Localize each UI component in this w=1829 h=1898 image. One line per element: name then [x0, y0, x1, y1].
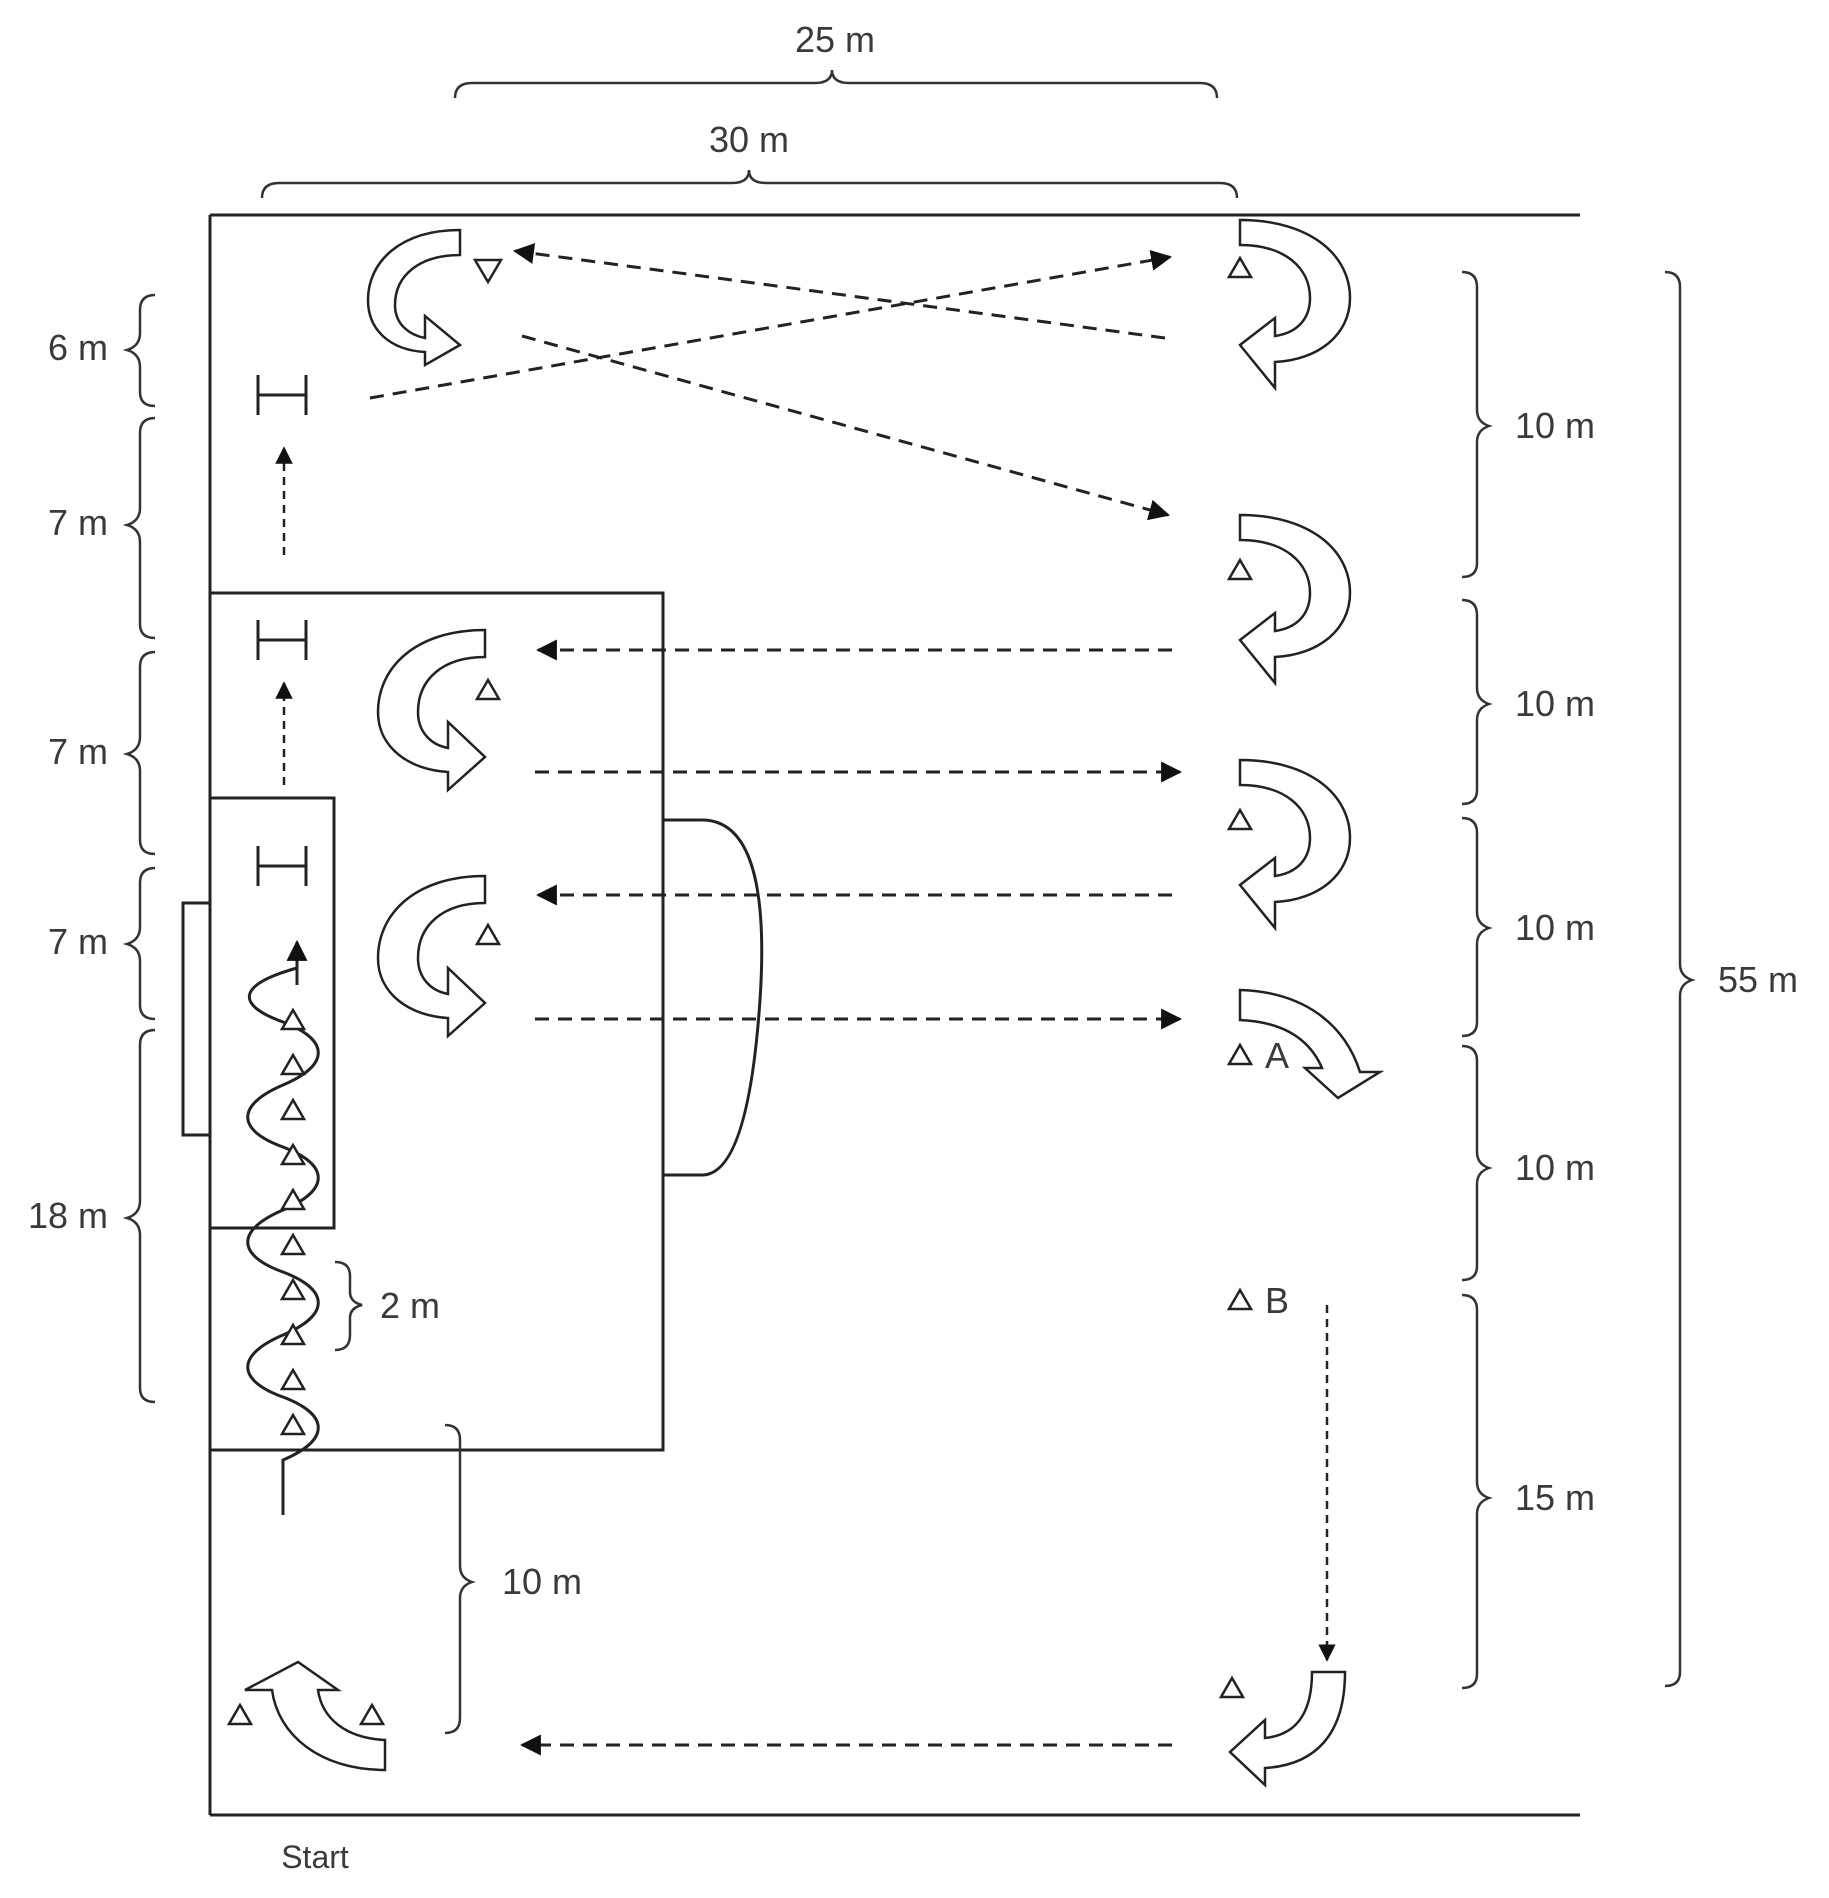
- dimension-brace: [1461, 598, 1493, 806]
- turn-arrow-icon: [1238, 988, 1385, 1100]
- turn-arrow-icon: [376, 628, 487, 793]
- dim-label-10m-d: 10 m: [1515, 1147, 1595, 1188]
- dimension-brace: [122, 416, 156, 640]
- turn-arrow-icon: [376, 874, 487, 1039]
- turn-arrow-icon: [366, 228, 463, 368]
- hurdle-icon: [256, 620, 308, 660]
- dim-label-2m: 2 m: [380, 1285, 440, 1326]
- dimension-brace: [122, 293, 156, 408]
- dimension-brace: [1461, 1044, 1493, 1282]
- cone-icons: [226, 255, 1254, 1726]
- dim-label-15m: 15 m: [1515, 1477, 1595, 1518]
- dimension-brace: [122, 650, 156, 856]
- hurdle-icon: [256, 846, 308, 886]
- dim-label-10m-c: 10 m: [1515, 907, 1595, 948]
- hurdle-icon: [256, 375, 308, 415]
- dim-label-55m: 55 m: [1718, 959, 1798, 1000]
- turn-arrow-icon: [1238, 218, 1352, 392]
- dim-label-25m: 25 m: [795, 19, 875, 60]
- dim-label-10m-bottom: 10 m: [502, 1561, 582, 1602]
- slalom-cones: [279, 1007, 307, 1436]
- dimension-brace: [1664, 270, 1696, 1688]
- dimension-brace: [1461, 270, 1493, 579]
- dimension-brace: [1461, 1293, 1493, 1690]
- dim-label-7m-middle: 7 m: [48, 731, 108, 772]
- run-arrow: [369, 249, 1173, 400]
- cone-label-b: B: [1265, 1280, 1289, 1321]
- dim-label-6m: 6 m: [48, 327, 108, 368]
- turn-arrow-icon: [1238, 513, 1352, 687]
- turn-arrow-icon: [244, 1660, 387, 1772]
- goal: [181, 901, 212, 1137]
- dimension-brace: [122, 866, 156, 1021]
- cone-label-a: A: [1265, 1035, 1289, 1076]
- run-arrow: [512, 243, 1166, 340]
- turn-arrow-icon: [1228, 1670, 1347, 1788]
- turn-arrow-icon: [1238, 758, 1352, 932]
- dimension-brace: [453, 69, 1219, 99]
- dimension-brace: [260, 169, 1239, 199]
- dim-label-7m-upper: 7 m: [48, 502, 108, 543]
- start-label: Start: [281, 1839, 349, 1875]
- run-arrow: [521, 334, 1171, 521]
- dim-label-30m: 30 m: [709, 119, 789, 160]
- dim-label-10m-b: 10 m: [1515, 683, 1595, 724]
- dim-label-7m-lower: 7 m: [48, 921, 108, 962]
- dim-label-10m-a: 10 m: [1515, 405, 1595, 446]
- goal-area: [208, 796, 336, 1230]
- dimension-brace: [444, 1423, 476, 1735]
- field-outline: [208, 213, 1580, 1817]
- penalty-arc: [663, 818, 764, 1177]
- dim-label-18m: 18 m: [28, 1195, 108, 1236]
- dimension-brace: [334, 1260, 363, 1352]
- dimension-brace: [1461, 816, 1493, 1038]
- dimension-brace: [122, 1028, 156, 1404]
